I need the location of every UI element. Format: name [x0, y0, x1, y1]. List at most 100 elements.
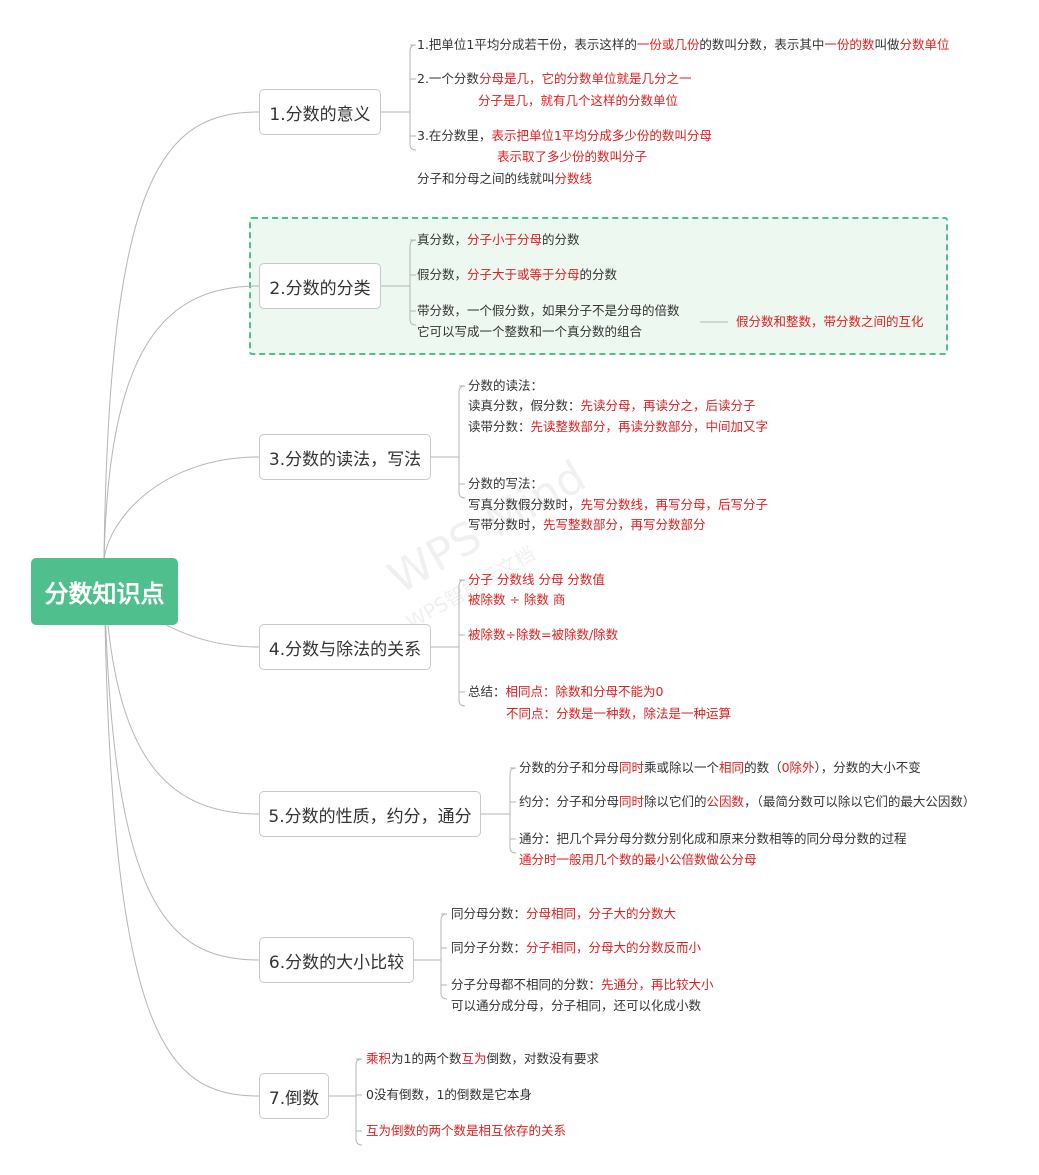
branch-topic-1[interactable]: 1.分数的意义	[259, 89, 381, 135]
highlight-text: 0除外	[781, 760, 815, 775]
leaf-text[interactable]: 被除数 ÷ 除数 商	[468, 592, 565, 608]
leaf-text[interactable]: 互为倒数的两个数是相互依存的关系	[366, 1123, 566, 1139]
branch-topic-2[interactable]: 2.分数的分类	[259, 263, 381, 309]
highlight-text: 分子小于分母	[467, 232, 543, 247]
plain-text: 1.把单位1平均分成若干份，表示这样的	[417, 37, 637, 52]
leaf-text[interactable]: 分子和分母之间的线就叫分数线	[417, 171, 592, 187]
leaf-text[interactable]: 0没有倒数，1的倒数是它本身	[366, 1087, 532, 1103]
plain-text: 2.一个分数	[417, 71, 479, 86]
plain-text: 约分：分子和分母	[519, 794, 620, 809]
branch-topic-7[interactable]: 7.倒数	[259, 1073, 329, 1119]
highlight-text: 乘积	[366, 1051, 392, 1066]
leaf-text[interactable]: 读带分数：先读整数部分，再读分数部分，中间加又字	[468, 419, 768, 435]
highlight-text: 通分时一般用几个数的最小公倍数做公分母	[519, 852, 757, 867]
leaf-text[interactable]: 通分时一般用几个数的最小公倍数做公分母	[519, 852, 757, 868]
root-topic[interactable]: 分数知识点	[31, 558, 178, 625]
leaf-text[interactable]: 它可以写成一个整数和一个真分数的组合	[417, 324, 642, 340]
plain-text: 倒数，对数没有要求	[486, 1051, 599, 1066]
branch-topic-4[interactable]: 4.分数与除法的关系	[259, 624, 431, 670]
highlight-text: 互为倒数的两个数是相互依存的关系	[366, 1123, 567, 1138]
plain-text: 叫做	[874, 37, 900, 52]
plain-text: 通分：把几个异分母分数分别化成和原来分数相等的同分母分数的过程	[519, 831, 907, 846]
leaf-text[interactable]: 乘积为1的两个数互为倒数，对数没有要求	[366, 1051, 599, 1067]
plain-text: 的数叫分数，表示其中	[699, 37, 825, 52]
highlight-text: 分母是几，它的分数单位就是几分之一	[478, 71, 692, 86]
highlight-text: 分数线	[554, 171, 593, 186]
leaf-text[interactable]: 表示取了多少份的数叫分子	[497, 149, 647, 165]
highlight-text: 一份或几份	[636, 37, 700, 52]
plain-text: 可以通分成分母，分子相同，还可以化成小数	[451, 998, 702, 1013]
plain-text: 读真分数，假分数：	[468, 398, 581, 413]
plain-text: 写真分数假分数时，	[468, 497, 581, 512]
leaf-text[interactable]: 不同点：分数是一种数，除法是一种运算	[506, 706, 731, 722]
highlight-text: 分母相同，分子大的分数大	[526, 906, 677, 921]
leaf-text[interactable]: 可以通分成分母，分子相同，还可以化成小数	[451, 998, 701, 1014]
highlight-text: 被除数÷除数=被除数/除数	[468, 627, 619, 642]
leaf-text[interactable]: 总结：相同点：除数和分母不能为0	[468, 684, 663, 700]
plain-text: 除以它们的	[644, 794, 707, 809]
plain-text: 0没有倒数，1的倒数是它本身	[366, 1087, 532, 1102]
leaf-text[interactable]: 写真分数假分数时，先写分数线，再写分母，后写分子	[468, 497, 768, 513]
leaf-text[interactable]: 被除数÷除数=被除数/除数	[468, 627, 618, 643]
highlight-text: 同时	[619, 760, 645, 775]
highlight-text: 分子大于或等于分母	[467, 267, 580, 282]
connector-line	[103, 285, 260, 561]
leaf-text[interactable]: 通分：把几个异分母分数分别化成和原来分数相等的同分母分数的过程	[519, 831, 907, 847]
leaf-text[interactable]: 分子 分数线 分母 分数值	[468, 572, 605, 588]
leaf-text[interactable]: 假分数，分子大于或等于分母的分数	[417, 267, 617, 283]
highlight-text: 分子 分数线 分母 分数值	[468, 572, 605, 587]
plain-text: 它可以写成一个整数和一个真分数的组合	[417, 324, 643, 339]
leaf-text[interactable]: 分子分母都不相同的分数：先通分，再比较大小	[451, 977, 714, 993]
leaf-text[interactable]: 2.一个分数分母是几，它的分数单位就是几分之一	[417, 71, 691, 87]
leaf-text[interactable]: 读真分数，假分数：先读分母，再读分之，后读分子	[468, 398, 756, 414]
connector-line	[103, 111, 260, 561]
connector-line	[440, 913, 448, 1000]
highlight-text: 先读整数部分，再读分数部分，中间加又字	[530, 419, 769, 434]
plain-text: 为1的两个数	[391, 1051, 462, 1066]
highlight-text: 分子相同，分母大的分数反而小	[526, 940, 702, 955]
leaf-text[interactable]: 分数的读法：	[468, 378, 543, 394]
highlight-text: 假分数和整数，带分数之间的互化	[736, 314, 924, 329]
leaf-text[interactable]: 1.把单位1平均分成若干份，表示这样的一份或几份的数叫分数，表示其中一份的数叫做…	[417, 37, 949, 53]
plain-text: 同分子分数：	[451, 940, 527, 955]
plain-text: 假分数，	[417, 267, 468, 282]
plain-text: ），分数的大小不变	[814, 760, 921, 775]
highlight-text: 先读分母，再读分之，后读分子	[580, 398, 756, 413]
plain-text: ，（最简分数可以除以它们的最大公因数）	[744, 794, 976, 809]
leaf-text[interactable]: 分子是几，就有几个这样的分数单位	[478, 93, 678, 109]
leaf-text[interactable]: 写带分数时，先写整数部分，再写分数部分	[468, 517, 706, 533]
leaf-text[interactable]: 同分子分数：分子相同，分母大的分数反而小	[451, 940, 701, 956]
highlight-text: 分子是几，就有几个这样的分数单位	[478, 93, 679, 108]
plain-text: 带分数，一个假分数，如果分子不是分母的倍数	[417, 303, 680, 318]
leaf-text[interactable]: 分数的分子和分母同时乘或除以一个相同的数（0除外），分数的大小不变	[519, 760, 921, 776]
plain-text: 分数的读法：	[468, 378, 544, 393]
leaf-text[interactable]: 假分数和整数，带分数之间的互化	[736, 314, 924, 330]
highlight-text: 表示把单位1平均分成多少份的数叫分母	[491, 128, 712, 143]
leaf-text[interactable]: 带分数，一个假分数，如果分子不是分母的倍数	[417, 303, 680, 319]
plain-text: 读带分数：	[468, 419, 531, 434]
highlight-text: 同时	[619, 794, 645, 809]
leaf-text[interactable]: 约分：分子和分母同时除以它们的公因数，（最简分数可以除以它们的最大公因数）	[519, 794, 975, 810]
connector-line	[103, 456, 260, 561]
branch-topic-6[interactable]: 6.分数的大小比较	[259, 937, 414, 983]
connector-line	[355, 1058, 363, 1146]
connector-line	[103, 559, 260, 1097]
leaf-text[interactable]: 同分母分数：分母相同，分子大的分数大	[451, 906, 676, 922]
plain-text: 分数的写法：	[468, 476, 544, 491]
plain-text: 的数（	[744, 760, 782, 775]
leaf-text[interactable]: 分数的写法：	[468, 476, 543, 492]
plain-text: 分子分母都不相同的分数：	[451, 977, 602, 992]
leaf-text[interactable]: 真分数，分子小于分母的分数	[417, 232, 580, 248]
plain-text: 3.在分数里，	[417, 128, 492, 143]
plain-text: 分子和分母之间的线就叫	[417, 171, 555, 186]
connector-line	[409, 239, 417, 326]
highlight-text: 互为	[461, 1051, 487, 1066]
plain-text: 分数的分子和分母	[519, 760, 620, 775]
highlight-text: 分数单位	[899, 37, 950, 52]
plain-text: 真分数，	[417, 232, 468, 247]
leaf-text[interactable]: 3.在分数里，表示把单位1平均分成多少份的数叫分母	[417, 128, 712, 144]
branch-topic-3[interactable]: 3.分数的读法，写法	[259, 434, 431, 480]
branch-topic-5[interactable]: 5.分数的性质，约分，通分	[259, 791, 481, 837]
highlight-text: 公因数	[706, 794, 745, 809]
